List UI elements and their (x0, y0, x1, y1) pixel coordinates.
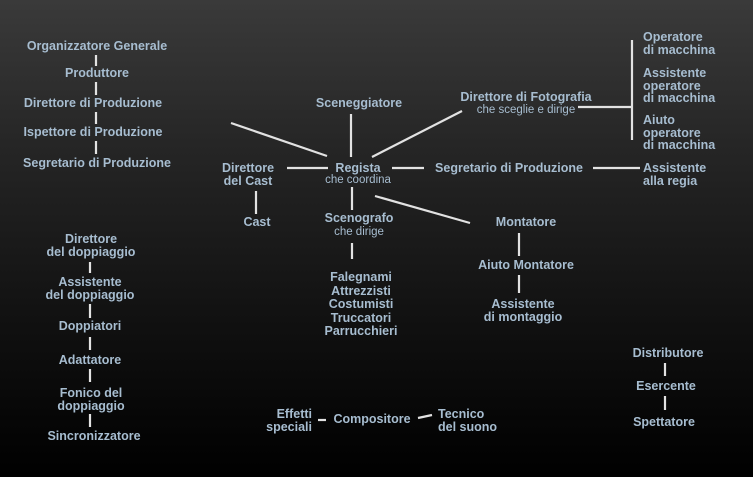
node-direttore-di-fotografia-subtitle: che sceglie e dirige (476, 104, 576, 116)
node-fonico-del-doppiaggio: Fonico del doppiaggio (57, 386, 125, 413)
node-direttore-del-doppiaggio: Direttore del doppiaggio (46, 232, 136, 259)
node-assistente-del-doppiaggio: Assistente del doppiaggio (45, 275, 135, 302)
node-cast: Cast (243, 215, 271, 229)
node-operatore-di-macchina: Operatore di macchina (643, 30, 716, 57)
node-direttore-del-cast: Direttore del Cast (221, 161, 275, 188)
node-ispettore-di-produzione: Ispettore di Produzione (23, 125, 163, 139)
connector-line (417, 413, 433, 420)
node-esercente: Esercente (636, 379, 696, 393)
node-organizzatore-generale: Organizzatore Generale (26, 39, 168, 53)
node-assistente-operatore: Assistente operatore di macchina (643, 66, 716, 105)
node-regista: Regista (335, 161, 381, 175)
node-sceneggiatore: Sceneggiatore (315, 96, 403, 110)
connector-line (371, 110, 463, 158)
node-sincronizzatore: Sincronizzatore (47, 429, 141, 443)
connector-line (374, 194, 471, 225)
node-assistente-di-montaggio: Assistente di montaggio (483, 297, 563, 324)
node-direttore-di-produzione: Direttore di Produzione (23, 96, 163, 110)
node-scenografo: Scenografo (324, 211, 394, 225)
node-crew-list: Falegnami Attrezzisti Costumisti Truccat… (324, 270, 398, 339)
node-regista-subtitle: che coordina (325, 174, 391, 186)
connector-line (230, 121, 328, 158)
node-adattatore: Adattatore (58, 353, 122, 367)
node-spettatore: Spettatore (633, 415, 695, 429)
node-direttore-di-fotografia: Direttore di Fotografia (460, 90, 592, 104)
node-segretario-di-produzione-right: Segretario di Produzione (435, 161, 583, 175)
node-compositore: Compositore (333, 412, 411, 426)
node-scenografo-subtitle: che dirige (334, 226, 384, 238)
node-aiuto-operatore: Aiuto operatore di macchina (643, 113, 716, 152)
node-tecnico-del-suono: Tecnico del suono (438, 407, 498, 434)
node-segretario-di-produzione-left: Segretario di Produzione (23, 156, 171, 170)
node-produttore: Produttore (65, 66, 129, 80)
node-distributore: Distributore (632, 346, 704, 360)
node-effetti-speciali: Effetti speciali (266, 407, 312, 434)
node-montatore: Montatore (495, 215, 557, 229)
node-aiuto-montatore: Aiuto Montatore (478, 258, 574, 272)
node-assistente-alla-regia: Assistente alla regia (643, 161, 707, 188)
node-doppiatori: Doppiatori (58, 319, 122, 333)
